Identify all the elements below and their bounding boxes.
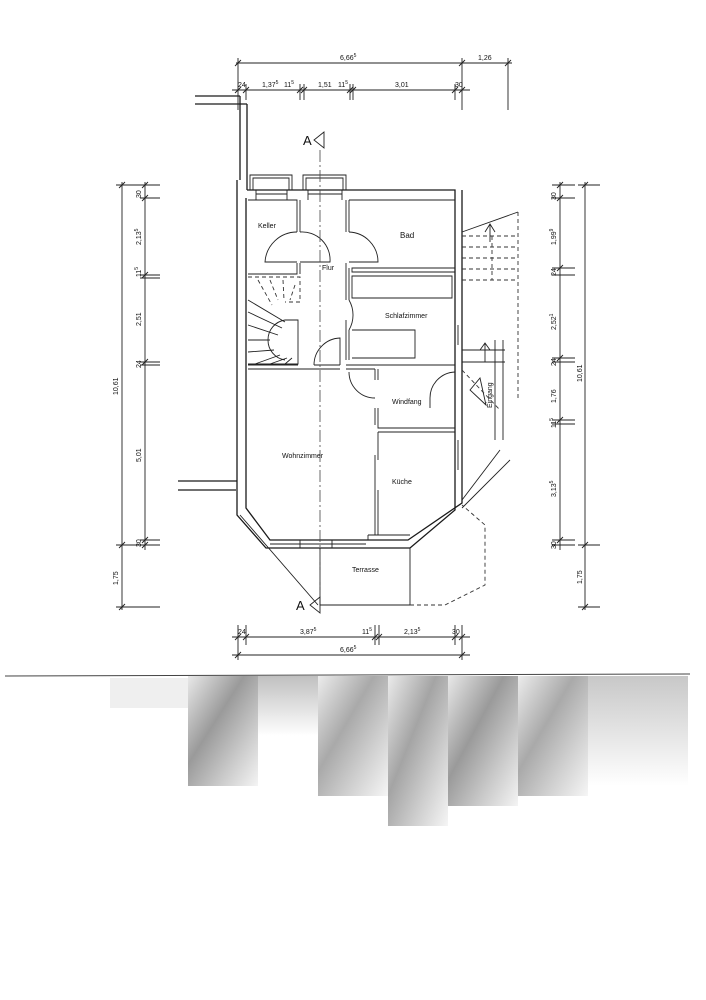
dim-right-seg: 1,999	[549, 228, 558, 245]
window-right	[454, 325, 459, 470]
dim-top-seg: 1,375	[262, 80, 279, 89]
room-label-kueche: Küche	[392, 479, 412, 486]
dim-left-seg: 24	[136, 360, 143, 368]
dimension-lines	[116, 58, 600, 660]
dim-bottom-seg: 115	[362, 627, 372, 636]
dim-right-seg: 1,76	[551, 389, 558, 403]
dim-left-seg: 5,01	[136, 448, 143, 462]
dim-right-seg: 24	[551, 268, 558, 276]
dim-bottom-seg: 2,135	[404, 627, 421, 636]
dim-bottom-seg: 24	[238, 629, 246, 636]
dim-left-seg: 2,51	[136, 312, 143, 326]
dim-left-seg: 30	[136, 190, 143, 198]
dim-left-seg: 30	[136, 539, 143, 547]
section-mark-bottom: A	[296, 598, 305, 613]
dim-top-seg: 3,01	[395, 82, 409, 89]
light-shaft-left	[249, 174, 293, 200]
dim-left-seg: 2,135	[134, 228, 143, 245]
dim-right-total: 10,61	[577, 364, 584, 382]
entrance	[461, 340, 511, 509]
section-mark-top: A	[303, 133, 312, 148]
light-shaft-right	[302, 174, 347, 200]
dim-bottom-seg: 30	[452, 629, 460, 636]
dim-right-seg: 3,135	[549, 480, 558, 497]
dim-top-seg: 1,51	[318, 82, 332, 89]
dim-right-seg: 30	[551, 541, 558, 549]
interior-walls	[248, 199, 456, 540]
dim-left-total: 10,61	[113, 377, 120, 395]
terrace	[239, 514, 411, 606]
room-label-schlafzimmer: Schlafzimmer	[385, 313, 428, 320]
room-label-bad: Bad	[400, 231, 414, 240]
dim-bottom-total: 6,665	[340, 645, 357, 654]
dim-right-seg: 24	[551, 358, 558, 366]
room-label-wohnzimmer: Wohnzimmer	[282, 453, 324, 460]
section-arrow-bottom	[309, 596, 321, 614]
dim-top-overhang: 1,26	[478, 55, 492, 62]
dim-top-seg: 115	[284, 80, 294, 89]
room-label-terrasse: Terrasse	[352, 567, 379, 574]
dim-right-outer: 1,75	[577, 570, 584, 584]
dim-top-seg: 30	[455, 82, 463, 89]
room-label-eingang: Eingang	[487, 382, 494, 408]
dim-left-outer: 1,75	[113, 571, 120, 585]
room-label-flur: Flur	[322, 265, 335, 272]
dim-top-total: 6,665	[340, 53, 357, 62]
dim-top-seg: 24	[238, 82, 246, 89]
dim-bottom-seg: 3,875	[300, 627, 317, 636]
room-label-keller: Keller	[258, 223, 277, 230]
door-swings	[264, 231, 456, 408]
staircase	[247, 276, 301, 365]
section-arrow-top	[313, 131, 325, 149]
dim-right-seg: 115	[549, 418, 558, 428]
terrace-extension	[410, 504, 486, 606]
scan-noise-band	[4, 673, 691, 826]
room-label-windfang: Windfang	[392, 399, 422, 406]
neighbour-wall	[178, 95, 248, 491]
dim-right-seg: 30	[551, 192, 558, 200]
dim-top-seg: 115	[338, 80, 348, 89]
dim-right-seg: 2,521	[549, 313, 558, 330]
bottom-windows	[270, 540, 366, 548]
dim-left-seg: 115	[134, 267, 143, 277]
exterior-stair	[461, 211, 519, 400]
dimension-ticks	[118, 59, 589, 659]
